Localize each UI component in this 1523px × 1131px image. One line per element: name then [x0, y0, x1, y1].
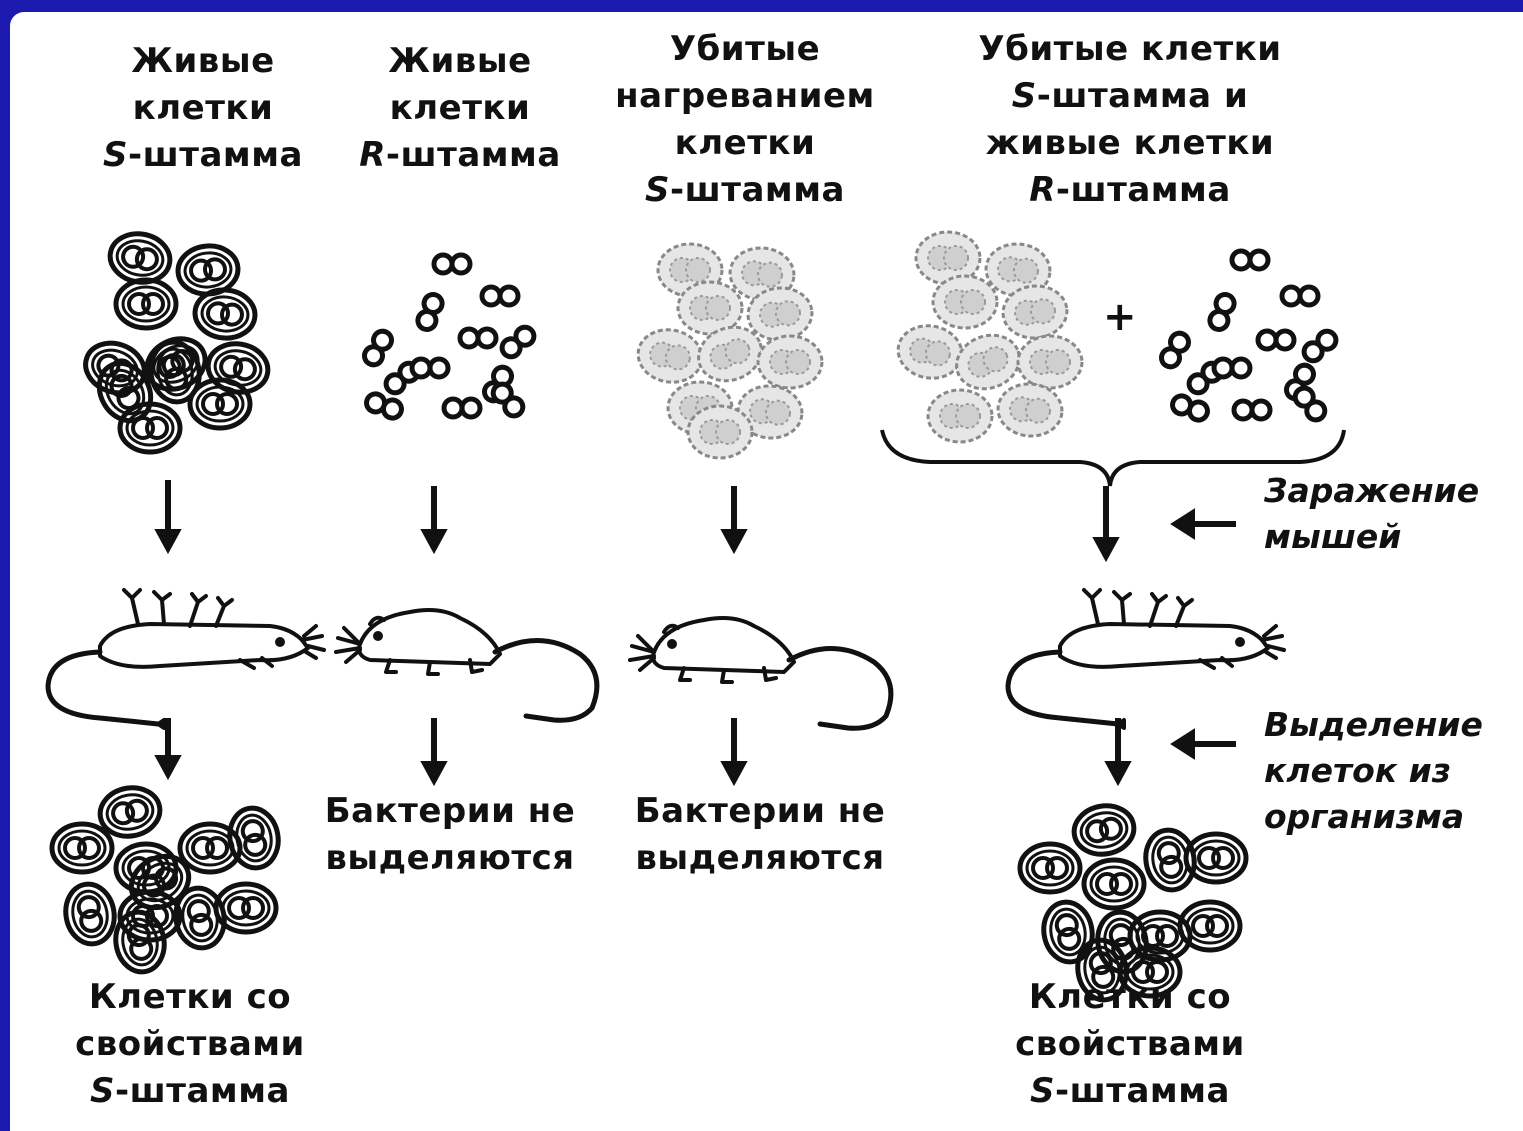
diagram-artwork	[10, 12, 1523, 1131]
arrow-col1-top-head	[156, 530, 180, 552]
arrow-col4-top-head	[1094, 538, 1118, 560]
r-cell	[364, 391, 404, 420]
s-cell	[116, 280, 176, 328]
r-cell	[498, 324, 537, 361]
killed-s-cell	[928, 390, 992, 442]
r-cell	[1207, 292, 1236, 332]
r-cell	[434, 255, 470, 273]
r-cell	[1258, 331, 1294, 349]
arrow-isolation-head	[1172, 730, 1194, 758]
s-cell	[61, 880, 119, 947]
killed-s-cell	[1018, 336, 1082, 388]
arrow-infection-head	[1172, 510, 1194, 538]
s-cell	[193, 287, 257, 340]
arrow-col2-bottom-head	[422, 762, 446, 784]
r-cell	[1214, 359, 1250, 377]
alive-mouse-2	[630, 618, 891, 728]
killed-s-cell	[916, 232, 980, 284]
dead-mouse-1	[48, 590, 324, 728]
killed-s-cell	[933, 276, 997, 328]
killed-s-cell	[688, 406, 752, 458]
arrow-col2-top-head	[422, 530, 446, 552]
r-cell	[490, 380, 527, 419]
r-cell	[482, 287, 518, 305]
r-cell	[412, 359, 448, 377]
alive-mouse-1	[336, 610, 597, 720]
r-cell	[1282, 287, 1318, 305]
r-cell	[1292, 384, 1329, 423]
killed-s-cell	[634, 325, 706, 387]
killed-s-cell	[996, 381, 1064, 438]
r-cell	[460, 329, 496, 347]
s-cell	[52, 824, 112, 872]
r-cell	[361, 328, 395, 368]
arrow-col3-bottom-head	[722, 762, 746, 784]
s-cell	[1020, 844, 1080, 892]
s-cell	[216, 884, 276, 932]
r-cell	[1232, 251, 1268, 269]
r-cell	[1234, 401, 1270, 419]
r-cell	[444, 399, 480, 417]
s-cell	[1141, 826, 1199, 893]
arrow-col1-bottom-head	[156, 756, 180, 778]
diagram-panel: Живые клетки S-штамма Живые клетки R-шта…	[10, 12, 1523, 1131]
dead-mouse-2	[1008, 590, 1284, 728]
r-cell	[1158, 330, 1192, 370]
r-cell	[1170, 393, 1210, 422]
killed-s-cell	[894, 321, 966, 383]
s-cell	[120, 404, 180, 452]
arrow-col4-bottom-head	[1106, 762, 1130, 784]
s-cell	[1070, 801, 1137, 859]
arrow-col3-top-head	[722, 530, 746, 552]
r-cell	[1300, 328, 1339, 365]
r-cell	[415, 292, 444, 332]
s-cell	[1084, 860, 1144, 908]
killed-s-cell	[758, 336, 822, 388]
